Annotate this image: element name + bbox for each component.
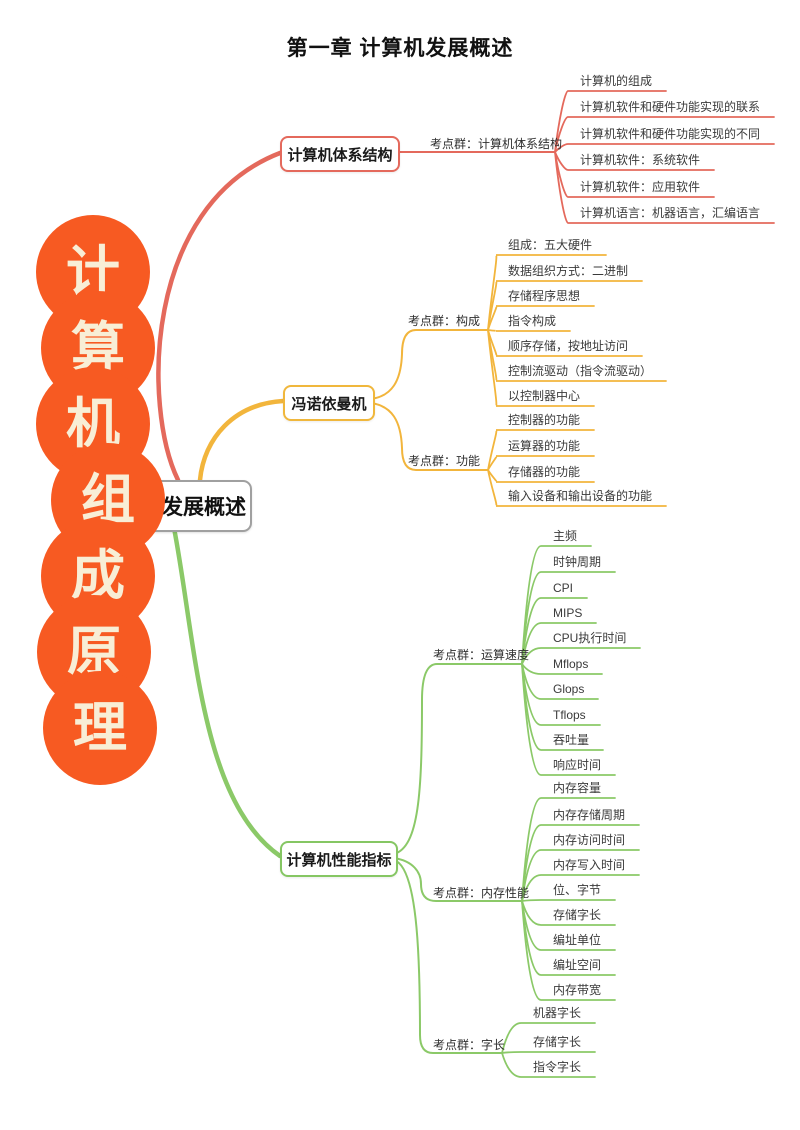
branch-node-von-neumann[interactable]: 冯诺依曼机	[283, 385, 375, 421]
logo-char: 理	[73, 698, 127, 758]
leaf-node[interactable]: 内存访问时间	[553, 833, 626, 847]
logo-char: 计	[66, 242, 120, 302]
leaf-node[interactable]: 输入设备和输出设备的功能	[508, 489, 653, 503]
leaf-node[interactable]: CPI	[553, 581, 574, 595]
leaf-node[interactable]: 计算机软件：系统软件	[580, 153, 701, 167]
leaf-node[interactable]: 内存存储周期	[553, 808, 626, 822]
leaf-node[interactable]: 存储程序思想	[508, 289, 581, 303]
leaf-node[interactable]: 计算机语言：机器语言，汇编语言	[580, 206, 761, 220]
branch-node-performance[interactable]: 计算机性能指标	[280, 841, 398, 877]
root-node-label: 发展概述	[162, 496, 246, 519]
branch-node-architecture[interactable]: 计算机体系结构	[280, 136, 400, 172]
leaf-node[interactable]: 控制器的功能	[508, 413, 581, 427]
group-label-speed[interactable]: 考点群：运算速度	[433, 648, 530, 662]
leaf-node[interactable]: 内存带宽	[553, 983, 602, 997]
leaf-node[interactable]: 存储器的功能	[508, 465, 581, 479]
group-label-function[interactable]: 考点群：功能	[408, 454, 481, 468]
logo-char: 机	[66, 394, 120, 454]
leaf-node[interactable]: 指令构成	[508, 314, 557, 328]
leaf-node[interactable]: 编址单位	[553, 933, 602, 947]
leaf-node[interactable]: 计算机软件和硬件功能实现的联系	[580, 100, 761, 114]
leaf-node[interactable]: 机器字长	[533, 1006, 582, 1020]
leaf-node[interactable]: 内存容量	[553, 781, 602, 795]
leaf-node[interactable]: 计算机软件和硬件功能实现的不同	[580, 127, 761, 141]
logo-char: 成	[71, 546, 125, 606]
branch-node-label: 计算机性能指标	[286, 851, 392, 869]
leaf-node[interactable]: 顺序存储，按地址访问	[508, 339, 629, 353]
leaf-node[interactable]: 计算机的组成	[580, 74, 653, 88]
leaf-node[interactable]: 存储字长	[533, 1035, 582, 1049]
logo-char: 原	[67, 622, 121, 682]
logo-circle-7: 理	[43, 671, 157, 785]
leaf-node[interactable]: 控制流驱动（指令流驱动）	[508, 364, 653, 378]
leaf-node[interactable]: 位、字节	[553, 883, 602, 897]
leaf-node[interactable]: CPU执行时间	[553, 631, 627, 645]
group-label-architecture[interactable]: 考点群：计算机体系结构	[430, 137, 563, 151]
group-label-word-length[interactable]: 考点群：字长	[433, 1038, 506, 1052]
leaf-node[interactable]: 响应时间	[553, 758, 602, 772]
leaf-node[interactable]: 主频	[553, 529, 578, 543]
leaf-node[interactable]: Glops	[553, 682, 585, 696]
leaf-node[interactable]: Tflops	[553, 708, 586, 722]
group-label-composition[interactable]: 考点群：构成	[408, 314, 481, 328]
leaf-node[interactable]: 内存写入时间	[553, 858, 626, 872]
leaf-node[interactable]: 以控制器中心	[508, 389, 581, 403]
leaf-node[interactable]: 运算器的功能	[508, 439, 581, 453]
leaf-node[interactable]: MIPS	[553, 606, 583, 620]
logo-char: 组	[81, 470, 135, 530]
page-title: 第一章 计算机发展概述	[286, 37, 514, 60]
branch-node-label: 计算机体系结构	[287, 146, 393, 164]
leaf-node[interactable]: Mflops	[553, 657, 589, 671]
leaf-node[interactable]: 时钟周期	[553, 555, 602, 569]
leaf-node[interactable]: 编址空间	[553, 958, 602, 972]
leaf-node[interactable]: 组成：五大硬件	[508, 238, 593, 252]
logo-char: 算	[71, 318, 125, 378]
leaf-node[interactable]: 指令字长	[533, 1060, 582, 1074]
leaf-node[interactable]: 存储字长	[553, 908, 602, 922]
leaf-node[interactable]: 计算机软件：应用软件	[580, 180, 701, 194]
group-label-memory[interactable]: 考点群：内存性能	[433, 886, 530, 900]
leaf-node[interactable]: 数据组织方式：二进制	[508, 264, 629, 278]
leaf-node[interactable]: 吞吐量	[553, 733, 590, 747]
branch-node-label: 冯诺依曼机	[291, 395, 367, 413]
